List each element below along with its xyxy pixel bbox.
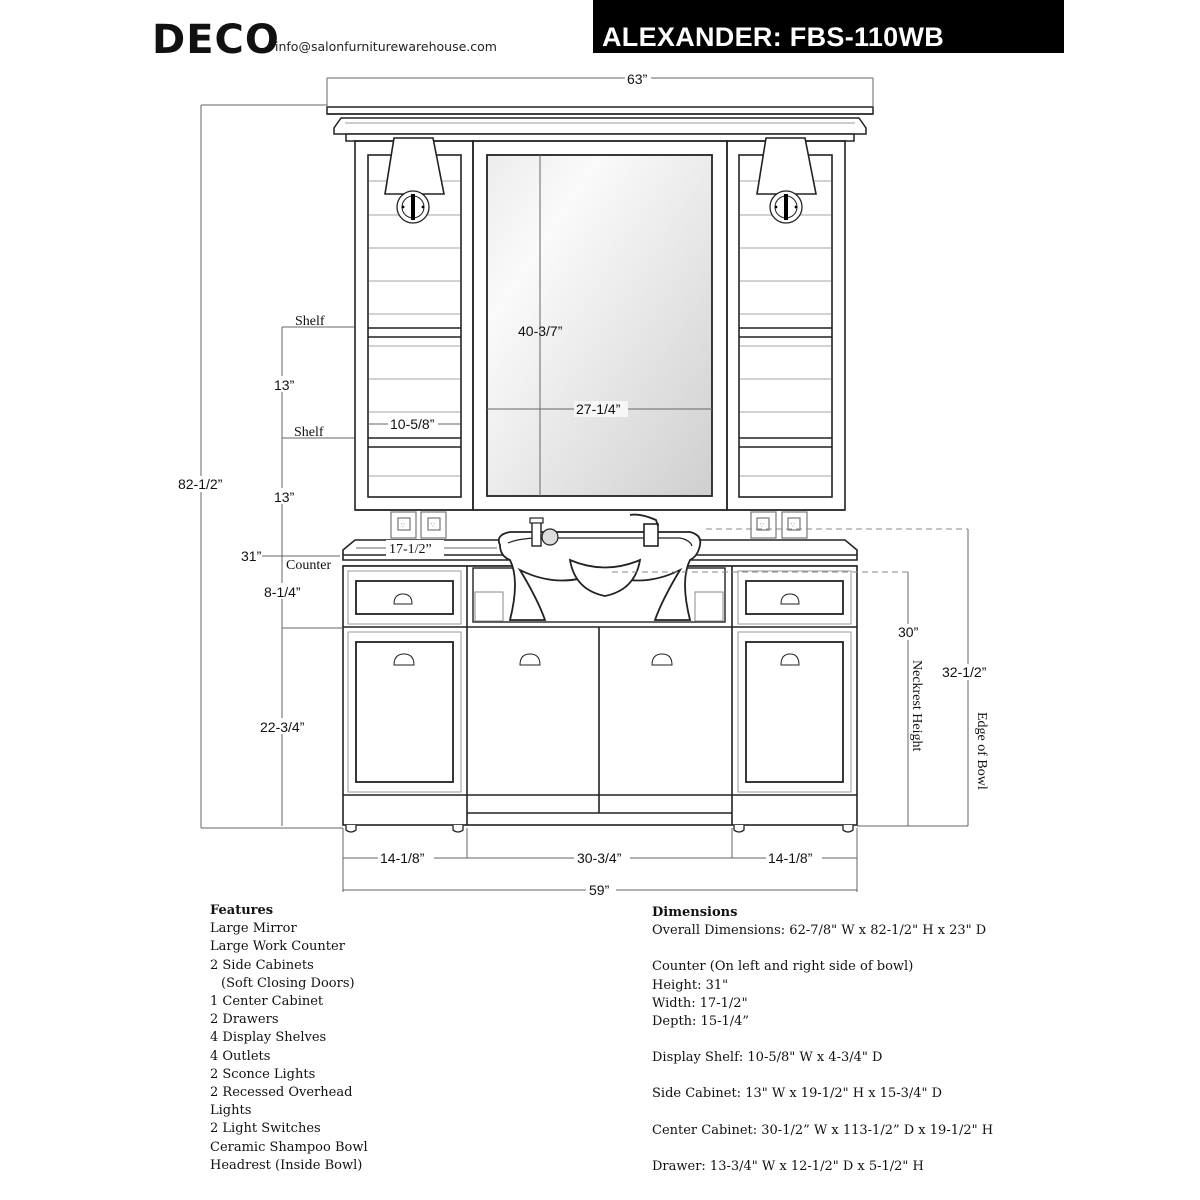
right-drawer bbox=[737, 570, 852, 625]
overall-dimensions: Overall Dimensions: 62-7/8" W x 82-1/2" … bbox=[652, 923, 987, 939]
contact-email: info@salonfurniturewarehouse.com bbox=[275, 39, 497, 54]
svg-text:Shelf: Shelf bbox=[295, 314, 325, 329]
left-side-cabinet-door bbox=[347, 631, 462, 793]
outlet-icon: ∵ bbox=[431, 522, 435, 529]
dimension-labels: 63” 82-1/2” Shelf 13” Shelf 13” 31” Coun… bbox=[177, 70, 994, 898]
svg-text:Neckrest Height: Neckrest Height bbox=[909, 660, 924, 751]
side-cabinet-dims: Side Cabinet: 13" W x 19-1/2" H x 15-3/4… bbox=[652, 1086, 943, 1102]
svg-text:14-1/8”: 14-1/8” bbox=[768, 850, 813, 866]
outlet-icon: ∵ bbox=[760, 522, 764, 529]
brand-logo: DECO bbox=[152, 17, 280, 63]
feature-item: 4 Outlets bbox=[210, 1048, 271, 1064]
ceramic-shampoo-bowl bbox=[497, 531, 702, 621]
svg-text:32-1/2”: 32-1/2” bbox=[942, 664, 987, 680]
feature-item: 2 Light Switches bbox=[210, 1121, 321, 1137]
feature-item: Ceramic Shampoo Bowl bbox=[210, 1139, 368, 1155]
svg-text:22-3/4”: 22-3/4” bbox=[260, 719, 305, 735]
vanity-elevation-drawing: ∵ ∵ ∵ ∵ bbox=[177, 70, 994, 898]
features-list: Features Large Mirror Large Work Counter… bbox=[210, 902, 368, 1175]
feature-item: Large Mirror bbox=[210, 921, 297, 937]
dimensions-heading: Dimensions bbox=[652, 905, 738, 920]
svg-text:30-3/4”: 30-3/4” bbox=[577, 850, 622, 866]
feature-item: 2 Drawers bbox=[210, 1012, 279, 1028]
feature-item: 4 Display Shelves bbox=[210, 1030, 327, 1046]
cup-pull-handle-icon bbox=[780, 653, 800, 666]
svg-text:59”: 59” bbox=[589, 882, 610, 898]
left-drawer bbox=[347, 570, 462, 625]
feature-item: 2 Side Cabinets bbox=[210, 957, 314, 973]
display-shelf-dims: Display Shelf: 10-5/8" W x 4-3/4" D bbox=[652, 1050, 883, 1066]
faucet-icon bbox=[629, 513, 659, 547]
crown-molding bbox=[326, 106, 874, 142]
product-title: ALEXANDER: FBS-110WB bbox=[602, 22, 945, 52]
outlet-icon: ∵ bbox=[401, 522, 405, 529]
counter-height: Height: 31" bbox=[652, 977, 729, 993]
feature-item: Lights bbox=[210, 1103, 252, 1119]
cup-pull-handle-icon bbox=[519, 653, 541, 666]
svg-text:Edge of Bowl: Edge of Bowl bbox=[974, 712, 989, 790]
svg-text:27-1/4”: 27-1/4” bbox=[576, 401, 621, 417]
feature-item: 2 Sconce Lights bbox=[210, 1066, 316, 1082]
svg-text:31”: 31” bbox=[241, 548, 262, 564]
right-side-cabinet-door bbox=[737, 631, 852, 793]
svg-text:8-1/4”: 8-1/4” bbox=[264, 584, 301, 600]
title-bar bbox=[593, 0, 1064, 53]
right-sconce-light-icon bbox=[756, 137, 817, 224]
features-heading: Features bbox=[210, 903, 274, 918]
large-mirror bbox=[486, 154, 713, 497]
dashed-reference-lines bbox=[612, 528, 968, 573]
svg-text:13”: 13” bbox=[274, 489, 295, 505]
cup-pull-handle-icon bbox=[651, 653, 673, 666]
outlet-icon: ∵ bbox=[791, 522, 795, 529]
svg-text:13”: 13” bbox=[274, 377, 295, 393]
svg-text:17-1/2”: 17-1/2” bbox=[389, 542, 432, 557]
svg-text:10-5/8”: 10-5/8” bbox=[390, 416, 435, 432]
counter-width: Width: 17-1/2" bbox=[652, 995, 748, 1011]
counter-depth: Depth: 15-1/4” bbox=[652, 1014, 750, 1030]
cabinet-feet bbox=[345, 825, 854, 833]
svg-text:63”: 63” bbox=[627, 71, 648, 87]
drawer-dims: Drawer: 13-3/4" W x 12-1/2" D x 5-1/2" H bbox=[652, 1158, 924, 1174]
bowl-drain-icon bbox=[529, 517, 559, 547]
left-sconce-light-icon bbox=[384, 137, 445, 224]
counter-heading: Counter (On left and right side of bowl) bbox=[652, 959, 914, 975]
cup-pull-handle-icon bbox=[780, 593, 800, 605]
feature-item: 1 Center Cabinet bbox=[210, 994, 324, 1010]
feature-item: Headrest (Inside Bowl) bbox=[210, 1157, 363, 1173]
svg-text:Shelf: Shelf bbox=[294, 425, 324, 440]
center-cabinet-dims: Center Cabinet: 30-1/2” W x 113-1/2” D x… bbox=[652, 1122, 994, 1138]
cup-pull-handle-icon bbox=[393, 653, 415, 666]
feature-item: (Soft Closing Doors) bbox=[221, 975, 355, 991]
cup-pull-handle-icon bbox=[393, 593, 413, 605]
svg-text:82-1/2”: 82-1/2” bbox=[178, 476, 223, 492]
feature-item: 2 Recessed Overhead bbox=[210, 1085, 353, 1101]
svg-text:40-3/7”: 40-3/7” bbox=[518, 323, 563, 339]
svg-text:14-1/8”: 14-1/8” bbox=[380, 850, 425, 866]
svg-text:30”: 30” bbox=[898, 624, 919, 640]
backsplash: ∵ ∵ ∵ ∵ bbox=[355, 509, 845, 539]
feature-item: Large Work Counter bbox=[210, 939, 345, 955]
dimensions-list: Dimensions Overall Dimensions: 62-7/8" W… bbox=[652, 904, 993, 1176]
svg-text:Counter: Counter bbox=[286, 558, 331, 573]
